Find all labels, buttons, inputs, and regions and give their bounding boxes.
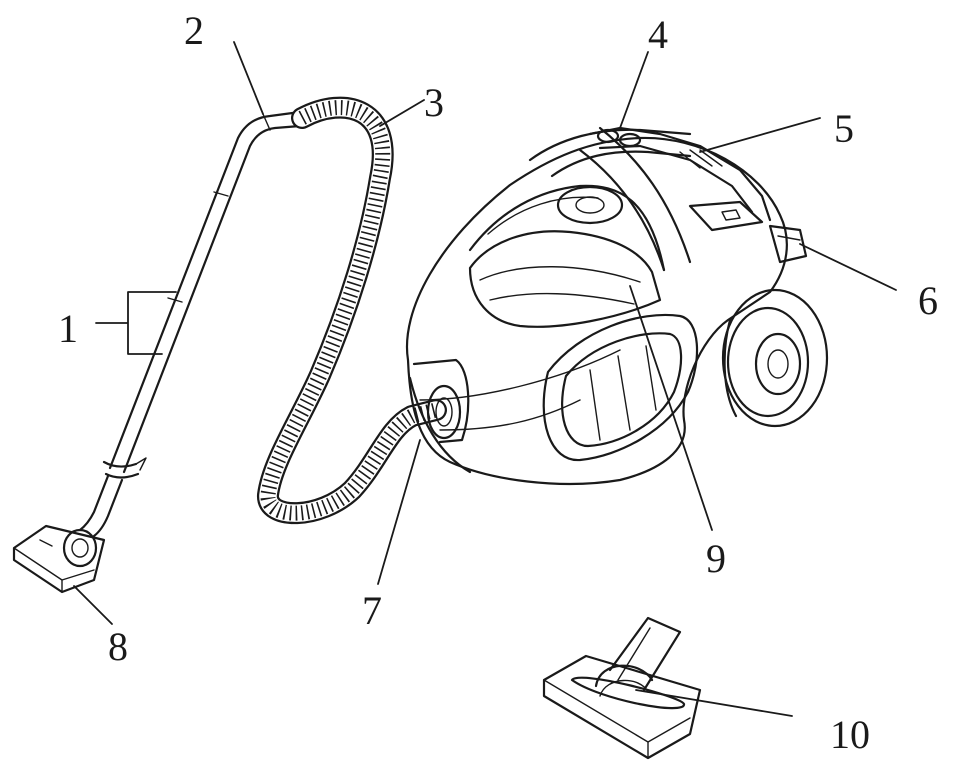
leader-lines: [73, 41, 897, 717]
leader-1: [95, 291, 177, 355]
leader-9: [629, 285, 713, 531]
leader-3: [379, 99, 425, 127]
label-4: 4: [648, 12, 668, 57]
label-8: 8: [108, 624, 128, 669]
label-7: 7: [362, 588, 382, 633]
label-3: 3: [424, 80, 444, 125]
leader-6: [799, 243, 897, 291]
leader-7: [377, 439, 421, 585]
canister-body: [405, 126, 808, 486]
part-labels: 1 2 3 4 5 6 7 8 9 10: [58, 8, 938, 757]
floor-nozzle-small: [12, 524, 106, 594]
label-9: 9: [706, 536, 726, 581]
leader-8: [73, 585, 113, 625]
floor-brush-large: [542, 616, 702, 760]
wand: [108, 110, 302, 474]
label-5: 5: [834, 106, 854, 151]
rear-wheel: [721, 288, 829, 428]
leader-4: [619, 51, 649, 129]
label-10: 10: [830, 712, 870, 757]
label-6: 6: [918, 278, 938, 323]
label-2: 2: [184, 8, 204, 53]
leader-2: [233, 41, 264, 115]
leader-10: [635, 689, 793, 717]
lower-wand: [78, 474, 124, 538]
leader-5: [699, 117, 821, 153]
hose: [257, 96, 447, 525]
label-1: 1: [58, 306, 78, 351]
